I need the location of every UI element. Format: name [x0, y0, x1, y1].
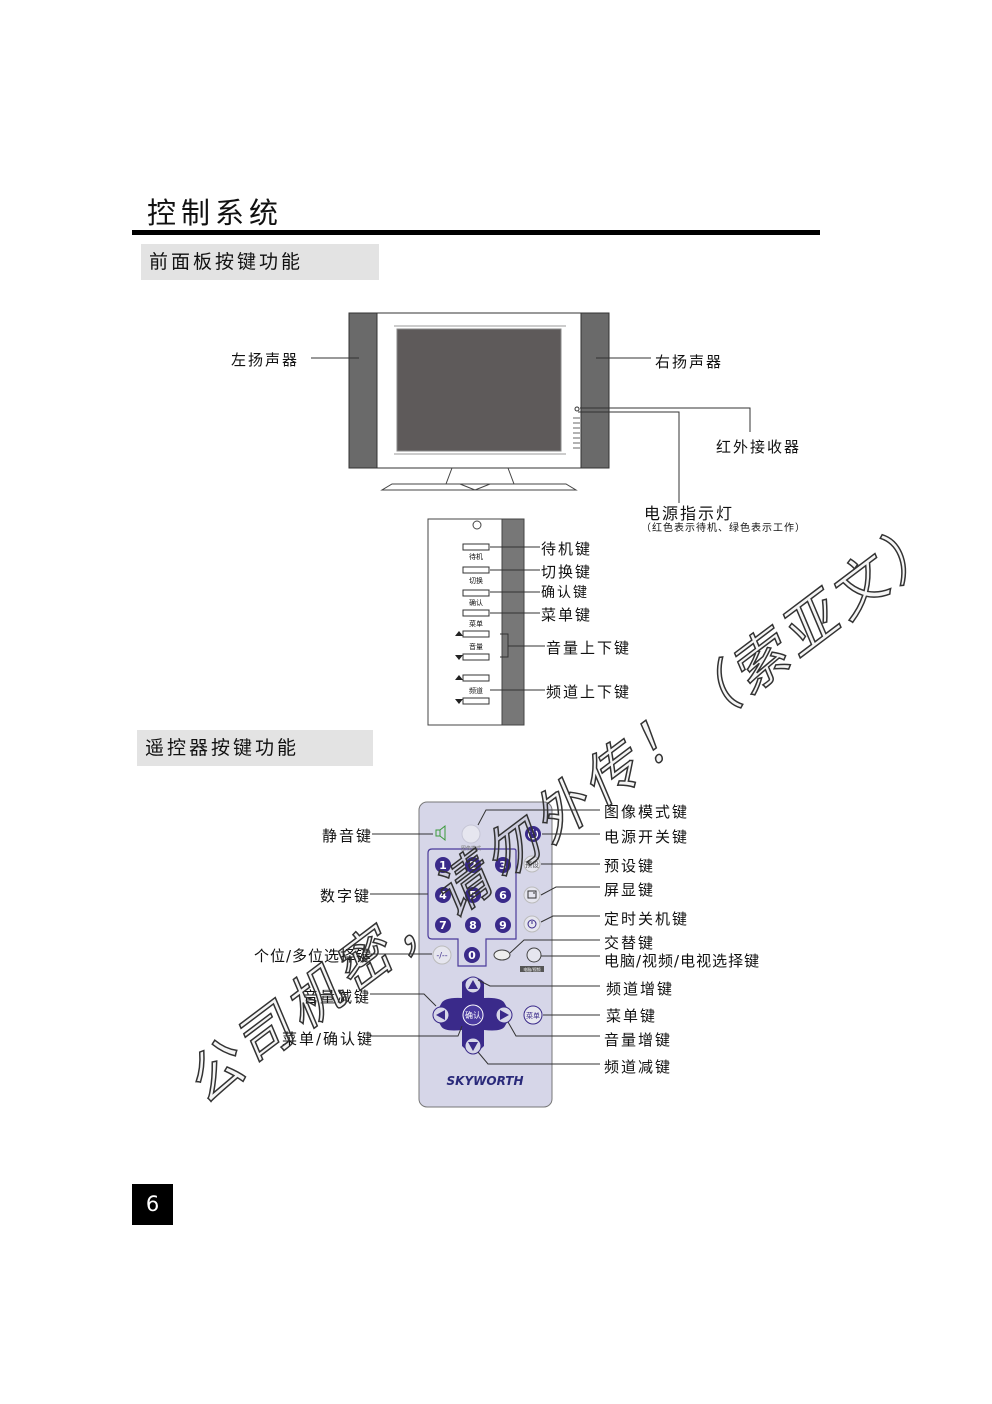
right-speaker-panel — [580, 312, 610, 469]
section-heading-front-panel: 前面板按键功能 — [141, 244, 379, 280]
section-heading-remote: 遥控器按键功能 — [137, 730, 373, 766]
side-small-switch: 切换 — [469, 577, 483, 585]
label-left-speaker: 左扬声器 — [231, 351, 300, 369]
side-buttons — [462, 543, 490, 705]
preset-button-text: 预设 — [525, 860, 539, 869]
pc-av-small-text: 电脑/视频 — [523, 966, 540, 972]
side-small-channel: 频道 — [469, 687, 483, 695]
digit-9: 9 — [499, 919, 507, 932]
label-sleep: 定时关机键 — [604, 910, 690, 928]
label-power-indicator-note: （红色表示待机、绿色表示工作） — [641, 523, 806, 534]
label-ir-receiver: 红外接收器 — [716, 438, 802, 456]
label-pc-av-tv: 电脑/视频/电视选择键 — [604, 952, 761, 970]
label-volume-updown: 音量上下键 — [546, 639, 632, 657]
label-mute: 静音键 — [322, 827, 374, 845]
digit-4: 4 — [439, 889, 447, 902]
mute-icon — [435, 824, 446, 842]
tv-stand — [380, 483, 578, 491]
label-ch-up: 频道增键 — [606, 980, 675, 998]
label-picture-mode: 图像模式键 — [604, 803, 690, 821]
volume-down-icon — [436, 1010, 445, 1020]
power-indicator-led — [574, 406, 580, 412]
label-menu-key: 菜单键 — [541, 606, 593, 624]
label-menu: 菜单键 — [606, 1007, 658, 1025]
label-power: 电源开关键 — [604, 828, 690, 846]
side-small-confirm: 确认 — [469, 599, 483, 607]
label-ch-down: 频道减键 — [604, 1058, 673, 1076]
preset-button — [523, 855, 541, 873]
display-button — [523, 886, 541, 904]
page-title: 控制系统 — [147, 196, 284, 230]
pc-av-tv-button — [526, 947, 542, 963]
digit-3: 3 — [499, 859, 507, 872]
volume-up-icon — [500, 1010, 509, 1020]
label-confirm-key: 确认键 — [541, 585, 589, 601]
digit-7: 7 — [439, 919, 447, 932]
label-channel-updown: 频道上下键 — [546, 683, 632, 701]
label-digit-select: 个位/多位选择键 — [254, 947, 373, 965]
sleep-icon — [527, 919, 537, 929]
digit-6: 6 — [499, 889, 507, 902]
left-speaker-panel — [348, 312, 378, 469]
side-small-standby: 待机 — [469, 553, 483, 561]
digit-8: 8 — [469, 919, 477, 932]
digit-0: 0 — [468, 949, 476, 962]
ok-button-text: 确认 — [465, 1010, 481, 1020]
digit-1: 1 — [439, 859, 447, 872]
menu-button — [523, 1005, 543, 1025]
label-swap: 交替键 — [604, 934, 656, 952]
menu-button-text: 菜单 — [526, 1011, 540, 1020]
side-small-volume: 音量 — [469, 643, 483, 651]
page-number: 6 — [132, 1184, 173, 1225]
label-standby-key: 待机键 — [541, 540, 593, 558]
label-vol-up: 音量增键 — [604, 1031, 673, 1049]
digit-2: 2 — [469, 859, 477, 872]
label-vol-down: 音量减键 — [303, 988, 372, 1006]
control-strip — [573, 417, 580, 449]
digit-select-text: -/-- — [436, 951, 447, 960]
swap-button — [493, 949, 511, 961]
side-small-menu: 菜单 — [469, 620, 483, 628]
label-digits: 数字键 — [320, 887, 372, 905]
digit-5: 5 — [469, 889, 477, 902]
label-right-speaker: 右扬声器 — [655, 353, 724, 371]
ok-button — [462, 1004, 484, 1026]
brand-logo: SKYWORTH — [447, 1074, 524, 1088]
picture-mode-button — [461, 824, 481, 844]
label-power-indicator: 电源指示灯 — [644, 504, 735, 523]
digit-buttons — [435, 857, 511, 963]
tv-screen — [396, 328, 562, 452]
label-preset: 预设键 — [604, 857, 656, 875]
title-rule — [132, 230, 820, 235]
display-icon — [527, 890, 537, 899]
picture-mode-small-text: 图像模式 — [461, 845, 481, 852]
digit-select-button — [432, 945, 452, 965]
label-switch-key: 切换键 — [541, 563, 593, 581]
label-display: 屏显键 — [604, 881, 656, 899]
channel-down-icon — [468, 1042, 478, 1051]
label-menu-confirm: 菜单/确认键 — [282, 1030, 375, 1048]
channel-up-icon — [468, 980, 478, 989]
